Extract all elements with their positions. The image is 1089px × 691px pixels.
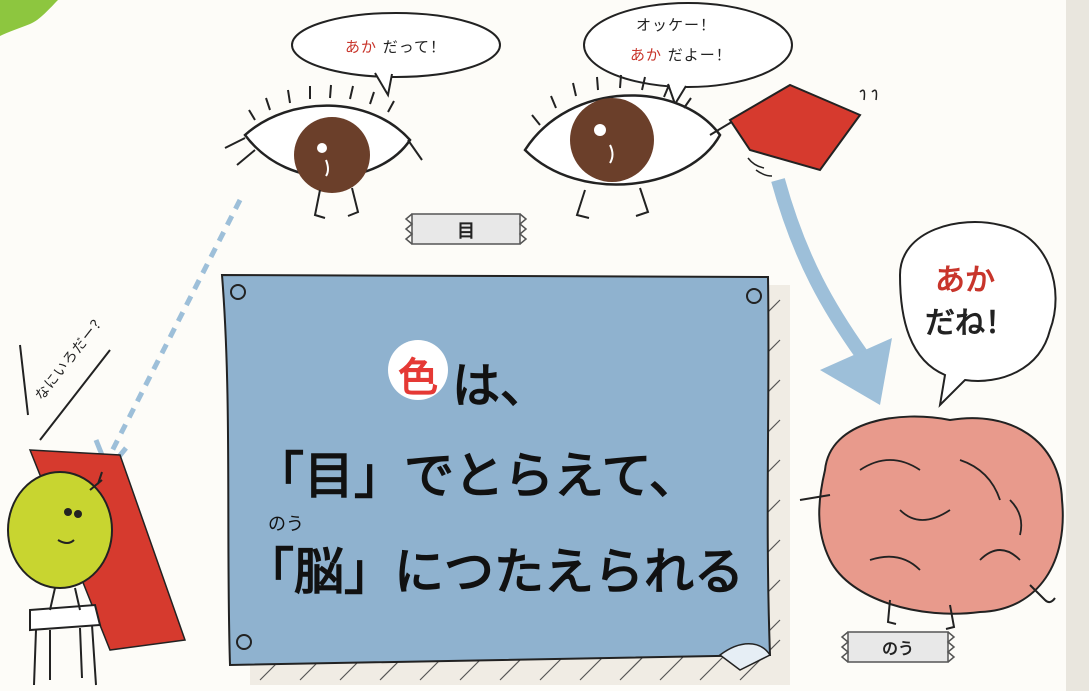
brain-label-tape (840, 631, 956, 663)
color-char-badge (388, 340, 448, 400)
eyes-label: 目 (457, 221, 475, 242)
dashed-arrow-to-child (93, 198, 243, 475)
green-corner-brush (0, 0, 58, 36)
right-eye-speech-line2: あか だよー！ (630, 44, 732, 65)
poster-line3-rest: 」につたえられる (344, 543, 744, 601)
poster-line3-kanji: 脳 (294, 543, 344, 601)
brain-label: のう (881, 639, 914, 658)
blue-poster (220, 273, 772, 671)
brain-character (799, 415, 1064, 630)
right-eye-speech-red: あか (630, 46, 663, 64)
speech-bubble-left-eye (291, 12, 501, 98)
poster-furigana: のう (268, 514, 304, 535)
left-eye-speech-red: あか (345, 38, 378, 56)
right-eye-speech-rest: だよー！ (667, 46, 732, 64)
left-eye-speech-rest: だって！ (382, 38, 447, 56)
poster-line1-rest: は、 (452, 358, 549, 414)
poster-line3-open: 「 (244, 543, 294, 601)
speech-bubble-brain (898, 221, 1057, 408)
brain-speech-line2: だね！ (925, 306, 1015, 341)
brain-speech-line1: あか (935, 263, 995, 298)
poster-line2: 「目」でとらえて、 (254, 447, 699, 505)
left-eye-character (224, 84, 423, 219)
right-eye-character (523, 74, 736, 219)
right-eye-speech-line1: オッケー！ (636, 16, 717, 34)
arrow-to-brain (771, 178, 892, 405)
poster-color-char: 色 (398, 355, 438, 401)
poster-line3: 「脳」につたえられる (244, 532, 744, 604)
left-eye-speech: あか だって！ (345, 36, 446, 57)
red-flag (728, 83, 878, 177)
page-edge (1066, 0, 1089, 691)
eyes-label-tape (404, 213, 528, 245)
child-character (7, 344, 187, 686)
